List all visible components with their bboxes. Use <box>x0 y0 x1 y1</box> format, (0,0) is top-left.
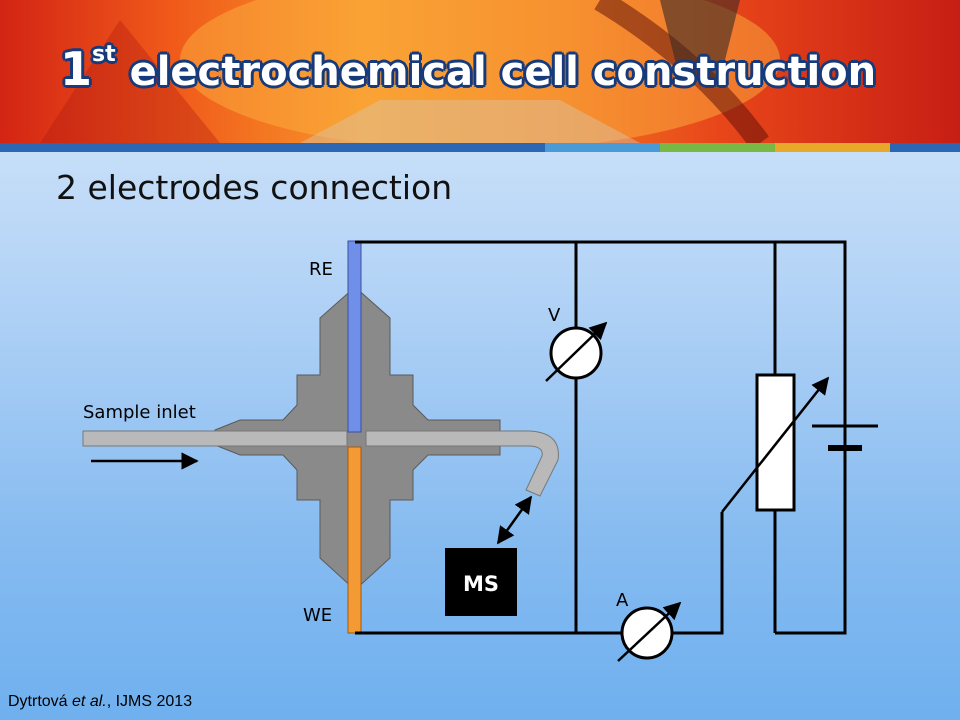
voltmeter-label: V <box>548 305 561 326</box>
title-banner: 1st electrochemical cell construction <box>0 0 960 143</box>
cell-body <box>214 286 501 591</box>
accent-stripe <box>775 143 890 152</box>
we-label: WE <box>303 605 332 626</box>
ammeter-arrow <box>617 601 682 662</box>
accent-stripes <box>0 143 960 152</box>
mass-spectrometer-label: MS <box>463 572 499 596</box>
voltmeter-arrow <box>545 321 608 382</box>
battery <box>812 424 878 451</box>
accent-stripe <box>660 143 775 152</box>
slide-title: 1st electrochemical cell construction <box>60 42 877 96</box>
slide-subtitle: 2 electrodes connection <box>56 168 453 207</box>
accent-stripe <box>545 143 660 152</box>
mass-spectrometer-box <box>445 548 517 616</box>
wire-top <box>355 240 847 635</box>
ms-capillary <box>365 430 559 497</box>
accent-stripe <box>0 143 545 152</box>
rheostat-slider-arrow <box>721 376 830 513</box>
citation: Dytrtová et al., IJMS 2013 <box>8 693 193 710</box>
ammeter-label: A <box>616 590 629 611</box>
banner-decoration <box>40 0 780 143</box>
reference-electrode <box>347 240 362 433</box>
working-electrode <box>347 446 362 634</box>
sample-inlet-label: Sample inlet <box>83 402 196 423</box>
accent-stripe <box>890 143 960 152</box>
wire-ammeter-right <box>672 512 724 635</box>
circuit-wires <box>355 240 847 635</box>
sample-capillary <box>82 430 348 447</box>
re-label: RE <box>309 259 333 280</box>
ms-flow-arrow <box>496 495 533 545</box>
